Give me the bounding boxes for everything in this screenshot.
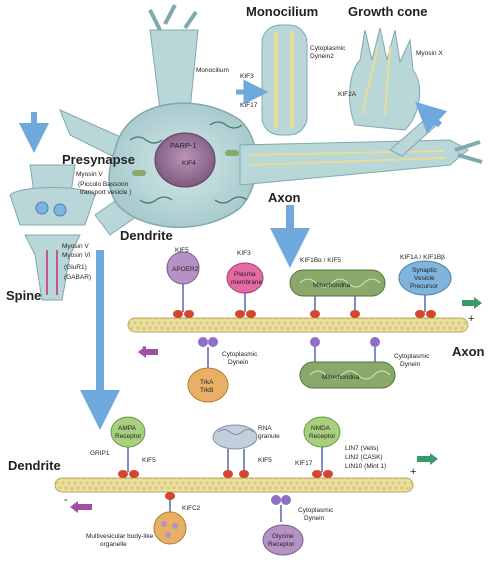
myosin-v2-label: Myosin V [62, 243, 89, 250]
myosin-x-label: Myosin X [416, 50, 443, 57]
rna-label-a: RNA [258, 425, 272, 432]
myosin-vi-label: Myosin VI [62, 252, 91, 259]
mitochondria-bottom [299, 361, 396, 389]
nmda-label-a: NMDA [311, 425, 331, 432]
rna-granule [212, 424, 258, 450]
mito-bottom-label: Mitochondria [322, 374, 360, 381]
dynein-motor-dend [271, 495, 281, 505]
ampa-label-a: AMPA [118, 425, 137, 432]
kif4-label: KIF4 [182, 160, 196, 167]
kif3-axon-label: KIF3 [237, 250, 251, 257]
growth-cone-title: Growth cone [348, 4, 427, 19]
kif3-mono-label: KIF3 [240, 73, 254, 80]
axon-minus-end: - [142, 341, 146, 353]
presynapse-title: Presynapse [62, 152, 135, 167]
axon-title: Axon [268, 190, 301, 205]
axon-lower-title: Axon [452, 344, 485, 359]
plasma-membrane-cargo [226, 262, 264, 294]
plasma-label-a: Plasma [234, 271, 256, 278]
plasma-label-b: membrane [231, 279, 262, 286]
dendrite-minus-end: - [64, 494, 68, 506]
axon-retrograde-head [138, 346, 146, 358]
kif5-motor [173, 310, 183, 318]
cyto-dynein2-label-a: Cytoplasmic [310, 45, 346, 52]
nmda-label-b: Receptor [309, 433, 336, 440]
piccolo-label-a: (Piccolo Bassoon [78, 181, 129, 188]
kif1a-motor [415, 310, 425, 318]
grip1-label: GRIP1 [90, 450, 110, 457]
parp1-label: PARP-1 [170, 141, 197, 150]
cyto-dyn-dend-label-b: Dynein [304, 515, 325, 522]
trk-cargo [187, 367, 229, 403]
mvb-label-b: organelle [100, 541, 127, 548]
glycine-label-a: Glycine [272, 533, 294, 540]
rna-label-b: granule [258, 433, 280, 440]
myosin-v-label: Myosin V [76, 171, 103, 178]
axon-microtubule [127, 317, 469, 333]
kif1b-motor [310, 310, 320, 318]
lin7-label: LIN7 (Velis) [345, 445, 379, 452]
kif5-dend-motor [118, 470, 128, 478]
apoer2-label: APOER2 [172, 266, 199, 273]
dynein-motor-axon [198, 337, 208, 347]
svp-label-c: Precursor [410, 283, 439, 290]
trk-label-b: TrkB [200, 387, 213, 394]
axon-plus-end: + [468, 313, 474, 325]
dendrite-microtubule [54, 477, 414, 493]
growth-cone-panel [349, 27, 421, 131]
lin2-label: LIN2 (CASK) [345, 454, 383, 461]
piccolo-label-b: transport vesicle ) [80, 189, 131, 196]
monocilium-title: Monocilium [246, 4, 318, 19]
svp-label-a: Synaptic [412, 267, 438, 274]
mitochondria-top [289, 269, 386, 297]
gabar-label: (GABAR) [64, 274, 91, 281]
neuron-cell [59, 4, 483, 236]
axon-anterograde-head [474, 297, 482, 309]
glycine-label-b: Receptor [268, 541, 295, 548]
kifc2-label: KIFC2 [182, 505, 201, 512]
cyto-dynein2-label-b: Dynein2 [310, 53, 334, 60]
dendrite-upper-title: Dendrite [120, 228, 173, 243]
svp-label-b: Vesicle [414, 275, 435, 282]
mvb-cargo [153, 511, 187, 545]
growth-cone-arrow [415, 101, 448, 134]
cyto-dyn2-axon-label-a: Cytoplasmic [394, 353, 430, 360]
kif17-dend-label: KIF17 [295, 460, 313, 467]
kif1a-label: KIF1A / KIF1Bβ [400, 254, 445, 261]
kif1b-label: KIF1Bα / KIF5 [300, 257, 341, 264]
kif5b-dend-label: KIF5 [258, 457, 272, 464]
kif2a-label: KIF2A [338, 91, 357, 98]
cyto-dyn2-axon-label-b: Dynein [400, 361, 421, 368]
dendrite-lower-title: Dendrite [8, 458, 61, 473]
ampa-label-b: Receptor [115, 433, 142, 440]
nmda-cargo [303, 416, 341, 448]
mvb-label-a: Multivesicular body-like [86, 533, 154, 540]
cyto-dyn-dend-label-a: Cytoplasmic [298, 507, 334, 514]
kif5-axon-label: KIF5 [175, 247, 189, 254]
glur1-label: (GluR1) [64, 264, 87, 271]
glycine-cargo [262, 524, 304, 556]
kif17-dend-motor [312, 470, 322, 478]
ampa-cargo [110, 416, 146, 448]
dendrite-plus-end: + [410, 466, 416, 478]
kif17-mono-label: KIF17 [240, 102, 258, 109]
cyto-dyn-axon-label-a: Cytoplasmic [222, 351, 258, 358]
trk-label-a: TrkA [200, 379, 214, 386]
kifc2-motor [165, 492, 175, 500]
spine-title: Spine [6, 288, 41, 303]
kif5-dend-label: KIF5 [142, 457, 156, 464]
kif3-motor [235, 310, 245, 318]
monocilium-panel [261, 24, 308, 136]
cyto-dyn-axon-label-b: Dynein [228, 359, 249, 366]
lin10-label: LIN10 (Mint 1) [345, 463, 386, 470]
mito-top-label: Mitochondria [313, 282, 351, 289]
kif5b-dend-motor [223, 470, 233, 478]
monocilium-label: Monocilium [196, 67, 229, 74]
presynapse-panel [9, 164, 96, 301]
